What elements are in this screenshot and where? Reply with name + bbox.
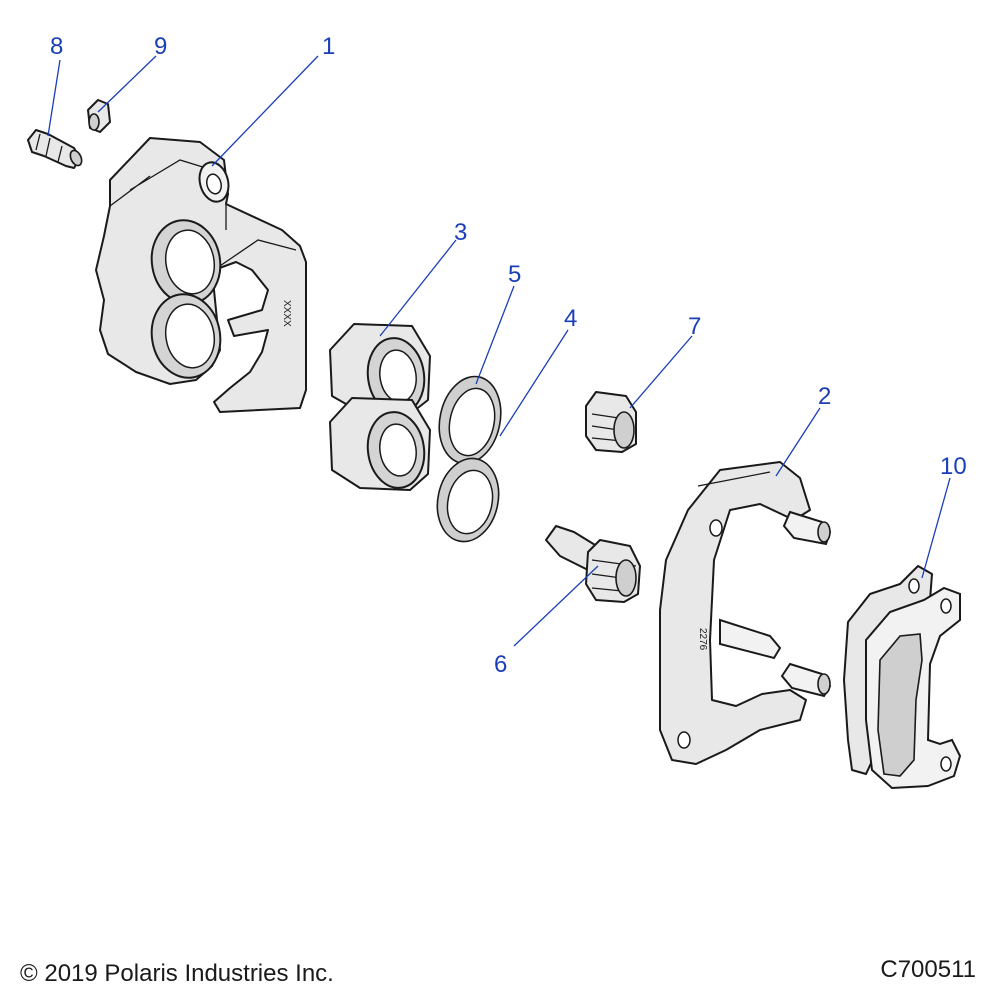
part-6-slide-pin xyxy=(545,525,641,603)
leader-9 xyxy=(97,55,157,113)
leader-2 xyxy=(775,407,821,477)
caliper-part-marking: XXXX xyxy=(281,300,292,327)
callout-labels: 1 2 3 4 5 6 7 8 9 10 xyxy=(50,33,967,678)
part-3-pistons xyxy=(329,323,431,491)
part-10-brake-pads xyxy=(843,565,962,790)
leader-7 xyxy=(629,335,693,409)
leader-3 xyxy=(379,239,457,337)
callout-4: 4 xyxy=(564,305,577,332)
leader-4 xyxy=(499,329,569,437)
part-9-bleeder-cap xyxy=(87,99,111,133)
part-2-mounting-bracket: 2276 xyxy=(659,461,832,765)
part-8-bleeder-screw xyxy=(27,129,83,169)
copyright-notice: © 2019 Polaris Industries Inc. xyxy=(20,960,334,987)
part-7-boot xyxy=(585,391,637,453)
part-1-caliper-body: XXXX xyxy=(95,137,307,413)
callout-8: 8 xyxy=(50,33,63,60)
drawing-code: C700511 xyxy=(880,956,976,983)
callout-10: 10 xyxy=(940,453,967,480)
callout-2: 2 xyxy=(818,383,831,410)
leader-6 xyxy=(513,565,599,647)
leader-10 xyxy=(921,477,951,579)
leader-lines xyxy=(47,55,951,647)
callout-9: 9 xyxy=(154,33,167,60)
part-4-piston-seal xyxy=(436,457,500,543)
callout-5: 5 xyxy=(508,261,521,288)
callout-3: 3 xyxy=(454,219,467,246)
callout-1: 1 xyxy=(322,33,335,60)
callout-6: 6 xyxy=(494,651,507,678)
callout-7: 7 xyxy=(688,313,701,340)
leader-5 xyxy=(475,285,515,385)
leader-8 xyxy=(47,59,61,137)
leader-1 xyxy=(211,55,319,167)
bracket-part-marking: 2276 xyxy=(697,628,708,651)
part-5-dust-seal xyxy=(438,375,502,465)
